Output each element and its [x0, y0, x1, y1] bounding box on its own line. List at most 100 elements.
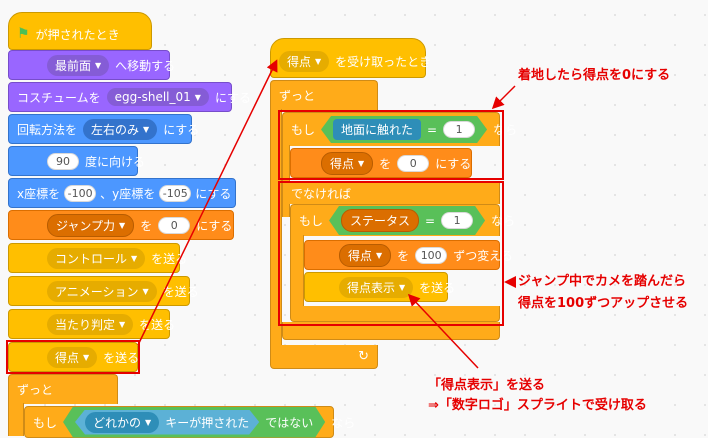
- if-else-block[interactable]: もし 地面に触れた = 1 なら: [282, 112, 517, 146]
- switch-costume-block[interactable]: コスチュームを egg-shell_01▼ にする: [8, 82, 251, 112]
- chevron-down-icon: ▼: [131, 253, 138, 263]
- variable-dropdown[interactable]: ジャンプ力▼: [47, 213, 135, 237]
- forever-bottom: ↻: [270, 345, 378, 369]
- value-input[interactable]: 1: [441, 212, 473, 229]
- broadcast-block[interactable]: 当たり判定▼ を送る: [8, 309, 175, 339]
- message-dropdown[interactable]: 得点表示▼: [339, 276, 414, 298]
- broadcast-block[interactable]: コントロール▼ を送る: [8, 243, 187, 273]
- block-text: ではない: [265, 415, 314, 430]
- highlight-jump: [278, 181, 504, 326]
- block-text: を: [140, 218, 153, 233]
- block-text: ずつ変える: [453, 248, 513, 263]
- message-dropdown[interactable]: コントロール▼: [47, 247, 146, 269]
- when-flag-clicked-hat[interactable]: ⚑ が押されたとき: [8, 12, 152, 50]
- block-text: にする: [163, 122, 200, 137]
- set-score-block[interactable]: 得点▼ を 0 にする: [290, 148, 472, 178]
- highlight-broadcast-score: [6, 340, 140, 374]
- block-text: ずっと: [17, 383, 54, 397]
- equals-operator[interactable]: 地面に触れた = 1: [321, 116, 487, 143]
- note-landing: 着地したら得点を0にする: [518, 68, 671, 83]
- block-text: もし: [291, 123, 316, 137]
- forever-arm: [8, 403, 24, 436]
- block-text: を: [397, 248, 410, 263]
- block-text: を送る: [139, 317, 176, 332]
- block-text: キーが押された: [165, 415, 250, 430]
- hat-label: が押されたとき: [35, 27, 120, 42]
- if-block[interactable]: もし ステータス = 1 なら: [290, 204, 515, 236]
- touching-ground-sensing[interactable]: 地面に触れた: [333, 119, 421, 140]
- rotation-dropdown[interactable]: 左右のみ▼: [83, 118, 158, 140]
- forever-block[interactable]: ずっと: [270, 80, 378, 110]
- chevron-down-icon: ▼: [145, 417, 152, 427]
- chevron-down-icon: ▼: [142, 286, 149, 296]
- if-block[interactable]: もし どれかの▼ キーが押された ではない なら: [24, 406, 355, 438]
- block-text: を送る: [162, 284, 199, 299]
- variable-dropdown[interactable]: 得点▼: [339, 243, 392, 267]
- point-direction-block[interactable]: 90 度に向ける: [8, 146, 145, 176]
- block-text: を: [379, 156, 392, 171]
- else-label: でなければ: [282, 182, 500, 204]
- not-operator[interactable]: どれかの▼ キーが押された ではない: [63, 407, 325, 438]
- message-dropdown[interactable]: 当たり判定▼: [47, 313, 134, 335]
- if-arm: [290, 235, 304, 307]
- costume-dropdown[interactable]: egg-shell_01▼: [106, 88, 209, 106]
- block-text: 、y座標を: [100, 186, 156, 201]
- block-text: にする: [435, 156, 472, 171]
- forever-block[interactable]: ずっと: [8, 374, 118, 404]
- chevron-down-icon: ▼: [119, 319, 126, 329]
- note-send-line2: ⇒「数字ロゴ」スプライトで受け取る: [428, 398, 647, 413]
- block-text: を送る: [103, 350, 140, 365]
- message-dropdown[interactable]: 得点▼: [279, 50, 330, 72]
- broadcast-score-block[interactable]: 得点▼ を送る: [8, 342, 140, 372]
- block-text: を受け取ったとき: [335, 54, 432, 69]
- chevron-down-icon: ▼: [376, 250, 383, 260]
- message-dropdown[interactable]: 得点▼: [47, 346, 98, 368]
- chevron-down-icon: ▼: [95, 60, 102, 70]
- go-to-front-block[interactable]: 最前面▼ へ移動する: [8, 50, 175, 80]
- block-text: 回転方法を: [17, 122, 78, 137]
- chevron-down-icon: ▼: [399, 282, 406, 292]
- direction-input[interactable]: 90: [47, 152, 79, 170]
- message-dropdown[interactable]: アニメーション▼: [47, 280, 157, 302]
- status-variable-reporter[interactable]: ステータス: [341, 209, 419, 232]
- block-text: にする: [196, 218, 233, 233]
- value-input[interactable]: 0: [158, 216, 191, 234]
- chevron-down-icon: ▼: [143, 124, 150, 134]
- value-input[interactable]: 100: [415, 246, 448, 264]
- block-text: なら: [331, 415, 356, 430]
- block-text: を送る: [151, 251, 188, 266]
- equals-operator[interactable]: ステータス = 1: [329, 206, 485, 235]
- block-text: =: [427, 122, 438, 137]
- value-input[interactable]: 0: [397, 154, 430, 172]
- layer-dropdown[interactable]: 最前面▼: [47, 54, 110, 76]
- block-text: コスチュームを: [17, 90, 101, 105]
- key-pressed-sensing[interactable]: どれかの▼ キーが押された: [75, 410, 259, 435]
- block-text: もし: [33, 415, 58, 430]
- key-dropdown[interactable]: どれかの▼: [85, 412, 159, 433]
- highlight-landing: [278, 110, 504, 180]
- set-variable-block[interactable]: ジャンプ力▼ を 0 にする: [8, 210, 234, 240]
- value-input[interactable]: 1: [443, 121, 475, 138]
- change-score-block[interactable]: 得点▼ を 100 ずつ変える: [304, 240, 513, 270]
- loop-arrow-icon: ↻: [358, 349, 369, 364]
- when-receive-hat[interactable]: 得点▼ を受け取ったとき: [270, 38, 431, 78]
- variable-dropdown[interactable]: 得点▼: [321, 151, 374, 175]
- block-text: を送る: [419, 280, 456, 295]
- x-input[interactable]: -100: [64, 184, 97, 202]
- block-text: もし: [299, 214, 324, 228]
- note-jump-line1: ジャンプ中でカメを踏んだら: [518, 274, 686, 289]
- note-send-line1: 「得点表示」を送る: [428, 378, 546, 393]
- block-text: ずっと: [279, 89, 316, 103]
- note-jump-line2: 得点を100ずつアップさせる: [518, 296, 689, 311]
- block-text: x座標を: [17, 186, 61, 201]
- chevron-down-icon: ▼: [194, 92, 201, 102]
- block-text: =: [425, 213, 436, 228]
- rotation-style-block[interactable]: 回転方法を 左右のみ▼ にする: [8, 114, 199, 144]
- go-to-xy-block[interactable]: x座標を -100 、y座標を -105 にする: [8, 178, 236, 208]
- block-text: にする: [195, 186, 232, 201]
- y-input[interactable]: -105: [159, 184, 192, 202]
- broadcast-block[interactable]: アニメーション▼ を送る: [8, 276, 199, 306]
- chevron-down-icon: ▼: [315, 56, 322, 66]
- block-text: にする: [214, 90, 252, 105]
- chevron-down-icon: ▼: [119, 220, 126, 230]
